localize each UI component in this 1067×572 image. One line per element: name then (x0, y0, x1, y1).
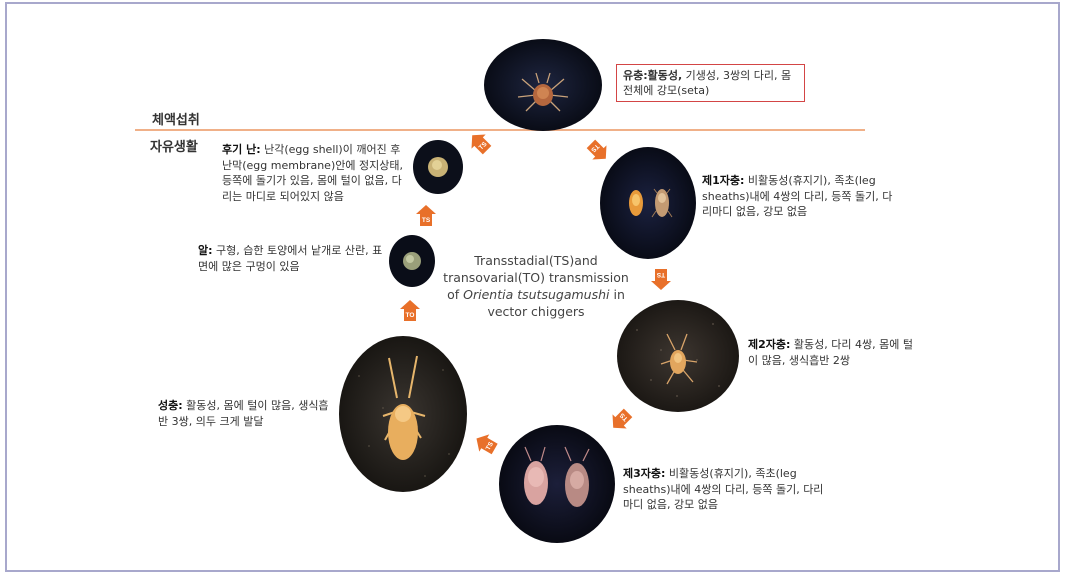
ts-arrow-late-egg-to-larva: TS (468, 131, 492, 155)
parasitic-section-label: 체액섭취 (152, 109, 200, 128)
protonymph-name: 제1자충: (702, 174, 744, 187)
tritonymph-name: 제3자충: (623, 467, 665, 480)
arrow-label: TS (656, 271, 665, 278)
larva-name-extra: 활동성, (648, 69, 683, 82)
protonymph-image (600, 147, 696, 259)
caption-line-1: Transstadial(TS)and (436, 252, 636, 269)
caption-line-2: transovarial(TO) transmission (436, 269, 636, 286)
late-egg-image (413, 140, 463, 194)
ts-arrow-tritonymph-to-adult: TS (474, 432, 498, 456)
adult-image (339, 336, 467, 492)
adult-description: 성충: 활동성, 몸에 털이 많음, 생식흡반 3쌍, 의두 크게 발달 (158, 398, 336, 429)
larva-name: 유충: (623, 69, 648, 82)
adult-name: 성충: (158, 399, 183, 412)
caption-line-3: of Orientia tsutsugamushi in (436, 286, 636, 303)
parasitic-free-living-divider (135, 129, 865, 131)
larva-description: 유충:활동성, 기생성, 3쌍의 다리, 몸 전체에 강모(seta) (616, 64, 805, 102)
egg-description: 알: 구형, 습한 토양에서 낱개로 산란, 표면에 많은 구멍이 있음 (198, 243, 388, 274)
larva-image (484, 39, 602, 131)
egg-image (389, 235, 435, 287)
ts-arrow-egg-to-late-egg: TS (414, 204, 438, 228)
ts-arrow-protonymph-to-deutonymph: TS (649, 267, 673, 291)
egg-name: 알: (198, 244, 213, 257)
deutonymph-name: 제2자충: (748, 338, 790, 351)
free-living-section-label: 자유생활 (150, 136, 198, 155)
egg-text: 구형, 습한 토양에서 낱개로 산란, 표면에 많은 구멍이 있음 (198, 244, 382, 273)
late-egg-name: 후기 난: (222, 143, 261, 156)
arrow-label: TO (406, 312, 415, 319)
tritonymph-description: 제3자충: 비활동성(휴지기), 족초(leg sheaths)내에 4쌍의 다… (623, 466, 833, 513)
arrow-label: TS (422, 217, 431, 224)
deutonymph-description: 제2자충: 활동성, 다리 4쌍, 몸에 털이 많음, 생식흡반 2쌍 (748, 337, 918, 368)
ts-arrow-larva-to-protonymph: TS (586, 139, 610, 163)
late-egg-description: 후기 난: 난각(egg shell)이 깨어진 후 난막(egg membra… (222, 142, 407, 204)
center-caption: Transstadial(TS)and transovarial(TO) tra… (436, 252, 636, 320)
ts-arrow-deutonymph-to-tritonymph: TS (609, 408, 633, 432)
tritonymph-image (499, 425, 615, 543)
protonymph-description: 제1자충: 비활동성(휴지기), 족초(leg sheaths)내에 4쌍의 다… (702, 173, 902, 220)
to-arrow-adult-to-egg: TO (398, 299, 422, 323)
caption-line-4: vector chiggers (436, 303, 636, 320)
adult-text: 활동성, 몸에 털이 많음, 생식흡반 3쌍, 의두 크게 발달 (158, 399, 329, 428)
